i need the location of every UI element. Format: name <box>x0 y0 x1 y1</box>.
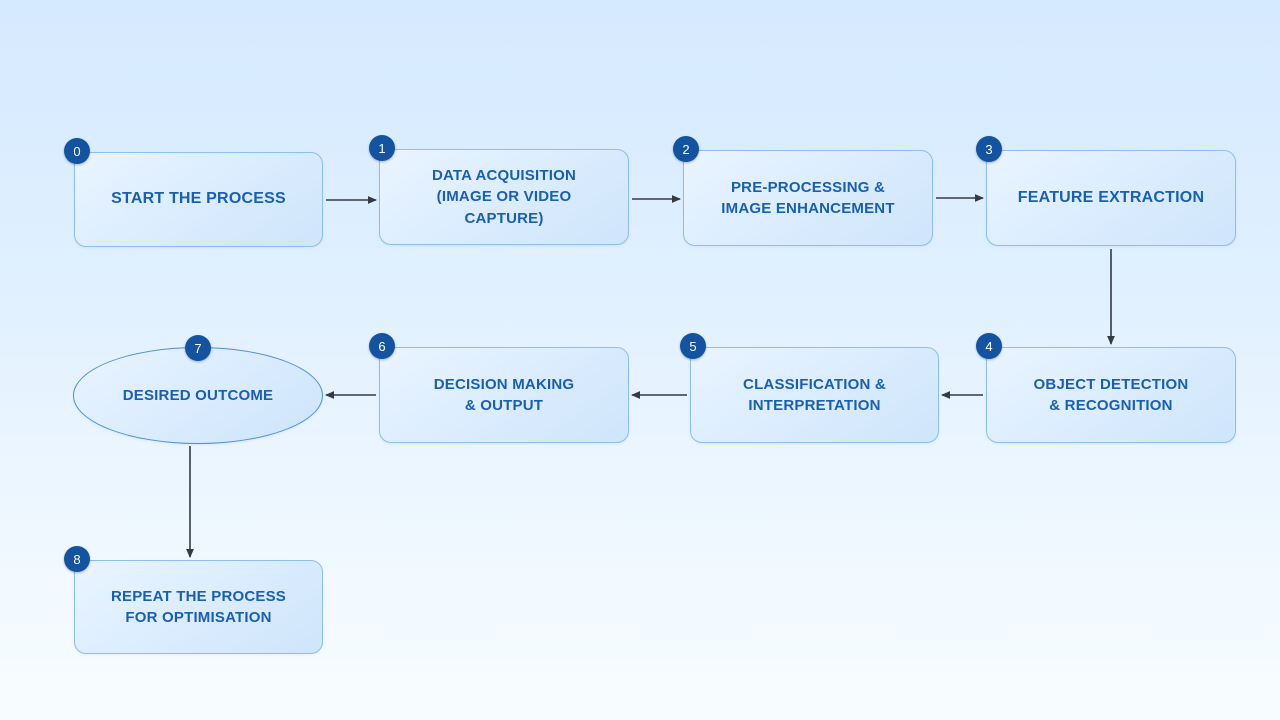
flow-node-label-line: CAPTURE) <box>464 209 544 227</box>
flow-node-label-2: PRE-PROCESSING & IMAGE ENHANCEMENT <box>721 177 894 220</box>
flow-node-0[interactable]: START THE PROCESS <box>74 152 323 247</box>
flow-node-badge-3: 3 <box>976 136 1002 162</box>
flow-node-2[interactable]: PRE-PROCESSING & IMAGE ENHANCEMENT <box>683 150 933 246</box>
flow-node-label-1: DATA ACQUISITION (IMAGE OR VIDEO CAPTURE) <box>432 165 576 229</box>
flow-node-label-line: & RECOGNITION <box>1049 397 1173 414</box>
flow-node-label-line: FOR OPTIMISATION <box>125 609 272 626</box>
flow-node-label-line: DECISION MAKING <box>433 375 575 393</box>
flow-node-badge-6: 6 <box>369 333 395 359</box>
flow-node-badge-0: 0 <box>64 138 90 164</box>
flow-node-1[interactable]: DATA ACQUISITION (IMAGE OR VIDEO CAPTURE) <box>379 149 629 245</box>
flow-node-label-0: START THE PROCESS <box>111 188 286 211</box>
flow-node-label-line: START THE PROCESS <box>111 190 286 208</box>
flow-node-label-6: DECISION MAKING & OUTPUT <box>434 374 575 417</box>
flow-node-6[interactable]: DECISION MAKING & OUTPUT <box>379 347 629 443</box>
flow-node-4[interactable]: OBJECT DETECTION & RECOGNITION <box>986 347 1236 443</box>
flow-node-3[interactable]: FEATURE EXTRACTION <box>986 150 1236 246</box>
flow-node-label-line: & OUTPUT <box>464 397 544 414</box>
flow-node-8[interactable]: REPEAT THE PROCESS FOR OPTIMISATION <box>74 560 323 654</box>
flow-node-label-line: FEATURE EXTRACTION <box>1017 188 1205 206</box>
flow-node-badge-7: 7 <box>185 335 211 361</box>
flow-node-label-line: DATA ACQUISITION <box>431 167 577 185</box>
flow-node-label-line: PRE-PROCESSING & <box>730 178 886 196</box>
flow-node-label-8: REPEAT THE PROCESS FOR OPTIMISATION <box>111 586 286 629</box>
flow-node-label-line: REPEAT THE PROCESS <box>110 587 287 605</box>
flow-node-label-3: FEATURE EXTRACTION <box>1018 187 1204 210</box>
flow-node-badge-1: 1 <box>369 135 395 161</box>
flow-node-label-line: (IMAGE OR VIDEO <box>436 188 572 206</box>
flow-node-label-line: INTERPRETATION <box>748 397 881 414</box>
flow-node-label-line: IMAGE ENHANCEMENT <box>721 200 895 217</box>
flow-node-label-5: CLASSIFICATION & INTERPRETATION <box>743 374 886 417</box>
flow-node-5[interactable]: CLASSIFICATION & INTERPRETATION <box>690 347 939 443</box>
flow-node-label-7: DESIRED OUTCOME <box>123 385 274 406</box>
flow-node-label-line: OBJECT DETECTION <box>1033 375 1189 393</box>
flow-node-badge-2: 2 <box>673 136 699 162</box>
flow-node-badge-4: 4 <box>976 333 1002 359</box>
flow-node-label-line: CLASSIFICATION & <box>743 375 886 393</box>
flow-node-label-line: DESIRED OUTCOME <box>122 386 274 404</box>
flow-node-7[interactable]: DESIRED OUTCOME <box>73 347 323 444</box>
flow-node-badge-8: 8 <box>64 546 90 572</box>
flow-node-badge-5: 5 <box>680 333 706 359</box>
flow-node-label-4: OBJECT DETECTION & RECOGNITION <box>1034 374 1189 417</box>
